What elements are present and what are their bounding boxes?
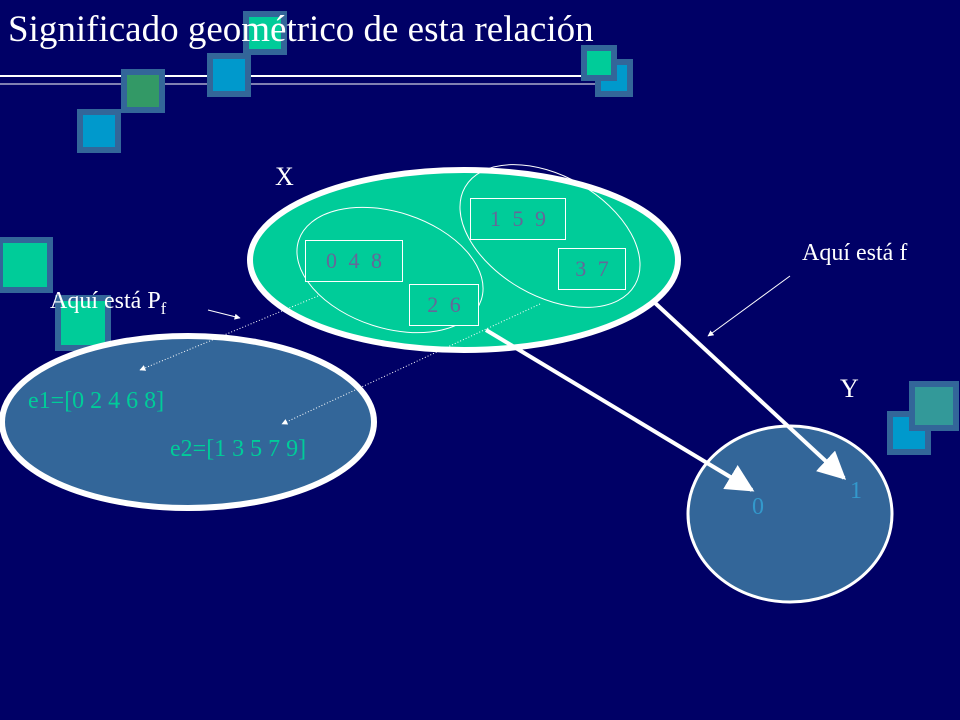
set-x-label: X	[275, 162, 294, 191]
decor-squares	[0, 11, 959, 455]
projection-arrow-even	[139, 295, 319, 371]
pointer-arrow-pf	[207, 309, 241, 320]
y-value-zero: 0	[752, 494, 764, 520]
set-y-ellipse	[686, 424, 894, 604]
f-arrow-to-one	[652, 300, 847, 480]
box-odd-159: 1 5 9	[470, 198, 566, 240]
y-value-one: 1	[850, 478, 862, 504]
page-title: Significado geométrico de esta relación	[8, 9, 594, 50]
f-arrow-to-zero	[484, 328, 755, 492]
set-y-label: Y	[840, 374, 859, 403]
label-here-pf-subscript: f	[160, 298, 167, 318]
projection-arrow-odd	[281, 303, 541, 425]
label-here-pf-text: Aquí está P	[50, 288, 161, 314]
box-even-048: 0 4 8	[305, 240, 403, 282]
label-here-f: Aquí está f	[802, 240, 908, 266]
label-here-pf: Aquí está Pf	[50, 288, 166, 319]
class-odd-ellipse	[459, 164, 641, 308]
class-e2-label: e2=[1 3 5 7 9]	[170, 436, 307, 462]
class-e1-label: e1=[0 2 4 6 8]	[28, 388, 165, 414]
class-even-ellipse	[296, 206, 484, 334]
box-even-26: 2 6	[409, 284, 479, 326]
pointer-arrow-f	[707, 275, 791, 337]
box-odd-37: 3 7	[558, 248, 626, 290]
quotient-set-ellipse	[0, 333, 377, 511]
set-x-ellipse	[247, 167, 681, 353]
